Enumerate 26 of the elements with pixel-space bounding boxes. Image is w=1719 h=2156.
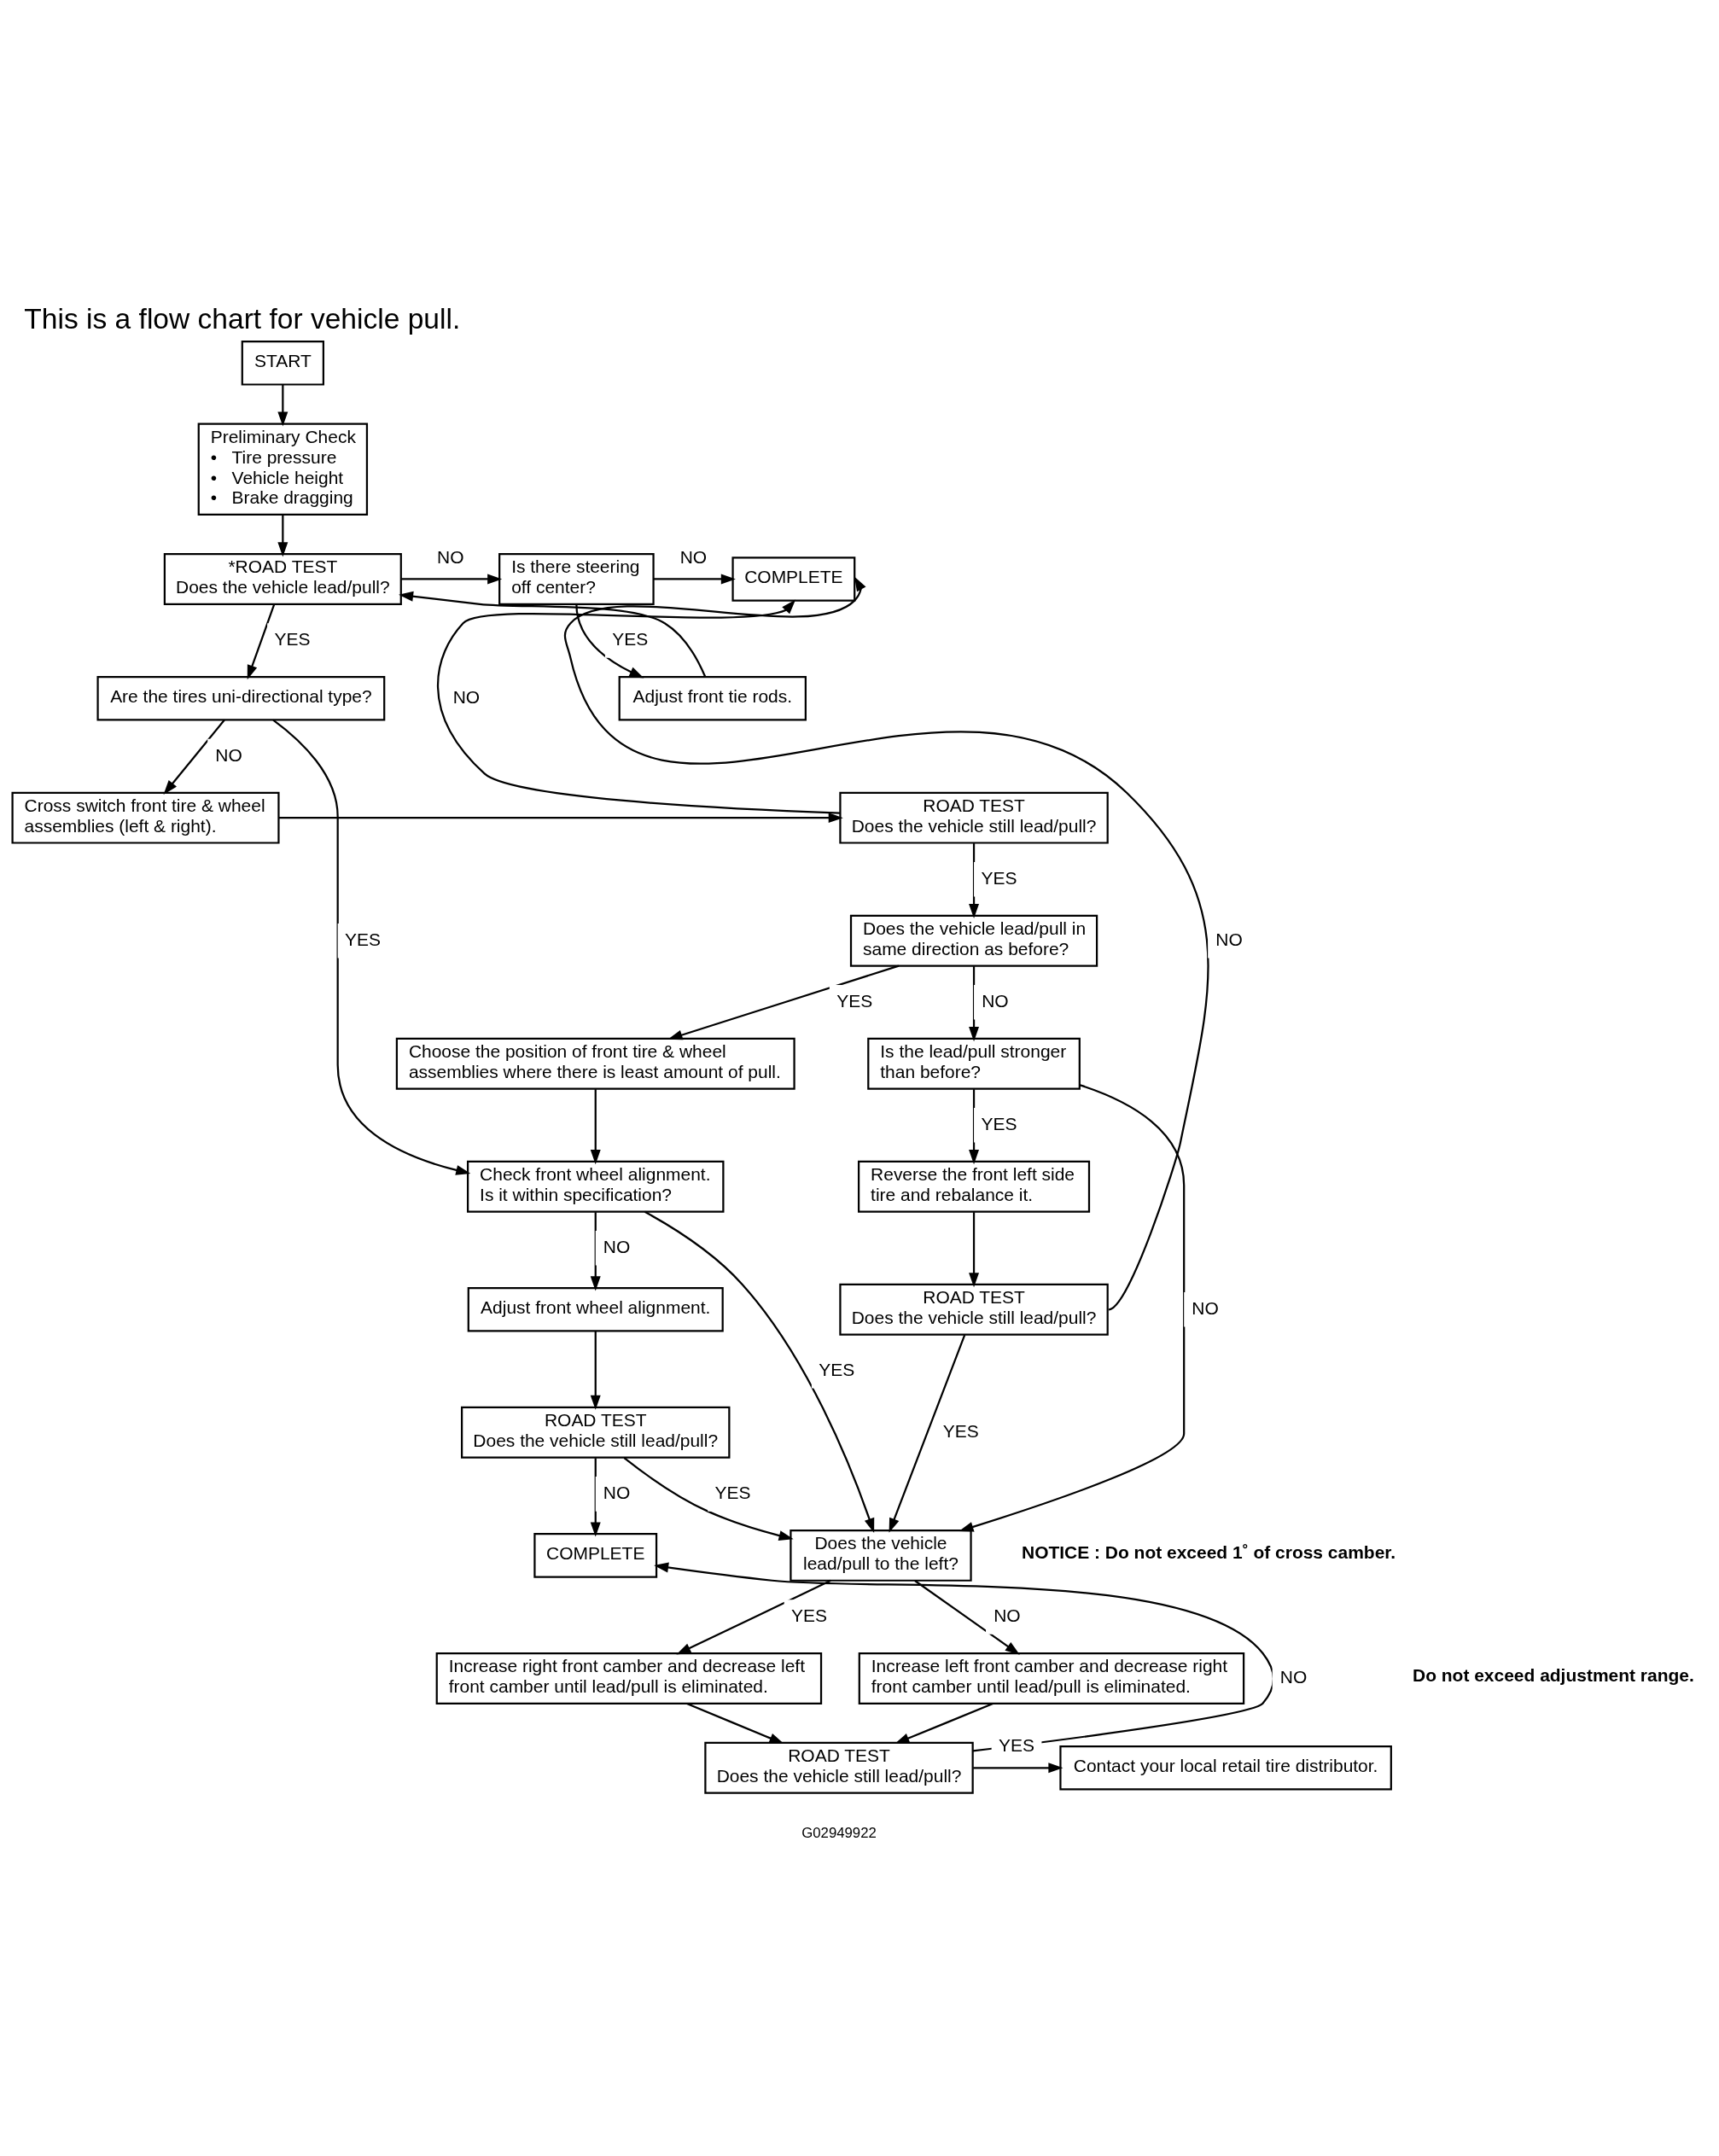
edge-label: YES [980,867,1017,888]
edge-label: NO [1279,1667,1307,1687]
edge-label: YES [714,1482,751,1502]
edge-label: NO [679,546,707,567]
label: G02949922 [801,1824,877,1841]
edge-label: YES [942,1420,979,1441]
label: NOTICE : Do not exceed 1˚ of cross camber. [1021,1541,1396,1562]
label: Do not exceed adjustment range. [1412,1664,1694,1685]
edge-label: NO [1191,1297,1219,1318]
edge-label: NO [603,1482,630,1502]
edge-label: YES [980,1113,1017,1133]
edge-label: YES [998,1735,1034,1756]
edge-label: NO [993,1605,1021,1625]
edge-label: YES [611,629,648,650]
edge-label: NO [436,546,464,567]
edge-label: YES [344,929,381,949]
edge-label: YES [790,1605,827,1625]
edge-label: YES [274,629,311,650]
edge-label: YES [818,1359,854,1379]
diagram-title: This is a flow chart for vehicle pull. [23,303,460,335]
edge-label: NO [603,1236,630,1256]
edge-label: YES [836,990,872,1011]
edge-label: NO [214,744,242,765]
edge-label: NO [452,686,480,707]
edge-label: NO [981,990,1009,1011]
edge-label: NO [1215,929,1243,949]
